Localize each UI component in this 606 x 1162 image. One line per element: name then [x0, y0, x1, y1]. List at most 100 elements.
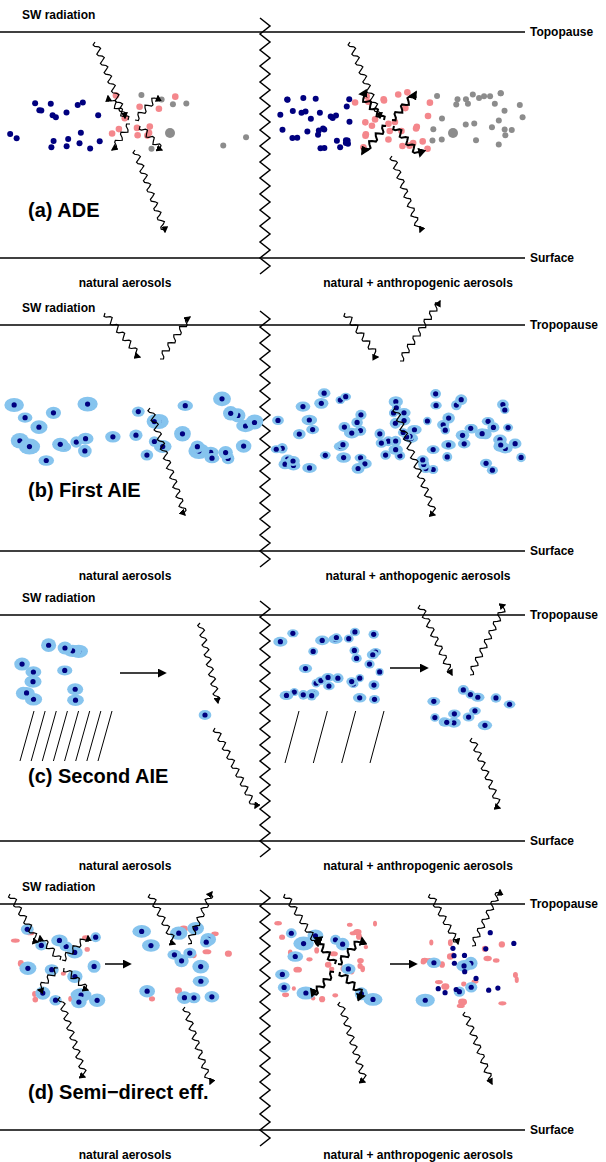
aerosol-particle	[395, 91, 402, 98]
aerosol-particle	[95, 112, 101, 118]
droplet-nucleus	[462, 441, 467, 446]
sw-radiation-arrow	[348, 42, 381, 118]
cloud-droplet	[469, 707, 481, 715]
sw-radiation-arrow	[463, 1012, 492, 1084]
droplet-nucleus	[475, 695, 480, 700]
cloud-droplet	[364, 993, 383, 1006]
absorbing-aerosol	[202, 949, 211, 954]
absorbing-aerosol	[364, 945, 369, 949]
cloud-droplet	[355, 674, 364, 682]
cloud-droplet	[491, 693, 502, 702]
cloud-droplet	[369, 695, 380, 704]
cloud-droplet	[18, 687, 35, 699]
cloud-droplet	[19, 439, 40, 455]
droplet-nucleus	[310, 427, 315, 432]
left-caption: natural aerosols	[79, 569, 172, 583]
droplet-nucleus	[93, 935, 98, 940]
aerosol-particle	[425, 113, 432, 120]
surface-label: Surface	[530, 251, 574, 265]
cloud-droplet	[38, 455, 54, 466]
aerosol-particle	[346, 96, 352, 102]
sw-radiation-label: SW radiation	[22, 591, 95, 605]
droplet-nucleus	[452, 711, 457, 716]
droplet-nucleus	[152, 439, 157, 444]
droplet-nucleus	[219, 396, 224, 401]
cloud-droplet	[132, 406, 145, 416]
aerosol-particle	[381, 97, 388, 104]
absorbing-aerosol	[314, 947, 319, 953]
aerosol-particle	[424, 145, 431, 152]
aerosol-particle	[136, 103, 143, 110]
absorbing-aerosol	[292, 986, 296, 991]
sw-radiation-arrow	[160, 317, 190, 359]
cloud-droplet	[441, 426, 450, 435]
droplet-nucleus	[44, 458, 49, 463]
sw-radiation-arrow	[133, 150, 165, 232]
aerosol-particle	[487, 93, 493, 99]
cloud-droplet	[45, 964, 59, 975]
right-caption: natural + anthropogenic aerosols	[323, 859, 513, 873]
aerosol-particle	[97, 138, 103, 144]
surface-line	[0, 840, 525, 842]
droplet-nucleus	[191, 995, 196, 1000]
absorbing-aerosol	[319, 996, 325, 1002]
droplet-nucleus	[180, 431, 185, 436]
rain-streak	[98, 711, 112, 761]
absorbing-aerosol	[225, 951, 232, 957]
aerosol-particle	[385, 136, 392, 143]
droplet-nucleus	[187, 950, 192, 955]
aerosol-particle	[303, 108, 309, 114]
droplet-nucleus	[460, 433, 465, 438]
droplet-nucleus	[144, 452, 149, 457]
cloud-droplet	[390, 436, 401, 446]
droplet-nucleus	[340, 442, 345, 447]
droplet-nucleus	[325, 675, 330, 680]
aerosol-particle	[308, 116, 314, 122]
droplet-nucleus	[444, 720, 449, 725]
cloud-droplet	[503, 424, 513, 432]
sw-radiation-arrow	[93, 42, 126, 118]
droplet-nucleus	[62, 645, 67, 650]
droplet-nucleus	[355, 466, 360, 471]
droplet-nucleus	[423, 998, 428, 1003]
droplet-nucleus	[284, 693, 289, 698]
droplet-nucleus	[311, 649, 316, 654]
aerosol-particle	[170, 101, 176, 107]
droplet-nucleus	[139, 929, 144, 934]
aerosol-particle	[156, 105, 163, 112]
droplet-nucleus	[290, 631, 295, 636]
aerosol-particle	[439, 137, 445, 143]
aerosol-particle	[455, 96, 461, 102]
droplet-nucleus	[377, 669, 382, 674]
cloud-droplet	[337, 440, 349, 449]
droplet-nucleus	[57, 938, 62, 943]
cloud-droplet	[430, 389, 441, 399]
aerosol-particle	[277, 112, 283, 118]
surface-label: Surface	[530, 834, 574, 848]
cloud-droplet	[142, 939, 160, 951]
aerosol-particle	[64, 143, 70, 149]
aerosol-particle	[470, 91, 476, 97]
droplet-nucleus	[289, 931, 294, 936]
absorbing-aerosol	[435, 980, 443, 984]
cloud-droplet	[141, 450, 154, 461]
droplet-nucleus	[420, 457, 425, 462]
aerosol-particle	[337, 144, 343, 150]
droplet-nucleus	[401, 410, 406, 415]
droplet-nucleus	[425, 418, 430, 423]
absorbing-aerosol	[274, 921, 282, 925]
surface-line	[0, 1129, 525, 1131]
rain-streak	[342, 711, 356, 763]
cloud-droplet	[344, 634, 354, 642]
droplet-nucleus	[485, 419, 490, 424]
cloud-droplet	[167, 950, 181, 960]
cloud-droplet	[407, 425, 422, 435]
droplet-nucleus	[446, 442, 451, 447]
absorbing-aerosol	[498, 1001, 506, 1005]
droplet-nucleus	[31, 669, 36, 674]
cloud-droplet	[465, 982, 477, 992]
aerosol-particle	[362, 119, 369, 126]
cloud-droplet	[67, 694, 84, 705]
rain-streak	[87, 711, 101, 761]
droplet-nucleus	[40, 991, 45, 996]
